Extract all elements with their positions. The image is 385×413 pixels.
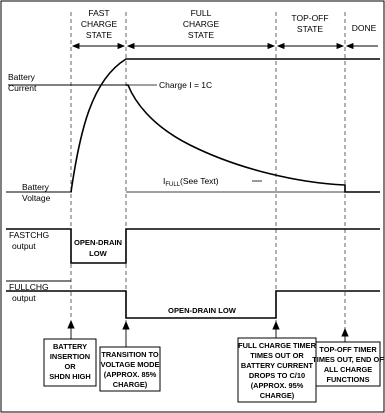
event-insertion-1: BATTERY (53, 342, 87, 351)
battery-voltage-trace (70, 58, 380, 193)
event-box-insertion (43, 338, 97, 387)
event-full-5: (APPROX. 95% (251, 381, 304, 390)
phase-topoff-line2: STATE (297, 24, 323, 34)
fullchg-low-label: OPEN-DRAIN LOW (168, 306, 237, 315)
label-fastchg-2: output (12, 241, 36, 251)
phase-full-line3: STATE (188, 30, 214, 40)
charge-1c-label: Charge I = 1C (159, 80, 212, 90)
fastchg-low-line1: OPEN-DRAIN (74, 238, 122, 247)
event-insertion-3: OR (64, 362, 76, 371)
event-transition-2: VOLTAGE MODE (101, 360, 160, 369)
event-full-4: DROPS TO C/10 (249, 371, 305, 380)
label-fullchg-2: output (12, 293, 36, 303)
event-transition-4: CHARGE) (113, 380, 148, 389)
event-full-2: TIMES OUT OR (250, 351, 304, 360)
fastchg-low-line2: LOW (89, 249, 108, 258)
event-transition-3: (APPROX. 85% (104, 370, 157, 379)
label-fullchg-1: FULLCHG (9, 282, 49, 292)
phase-fast-line2: CHARGE (81, 19, 118, 29)
label-battery-current-1: Battery (8, 72, 36, 82)
event-topoff-3: ALL CHARGE (324, 365, 372, 374)
event-topoff-1: TOP-OFF TIMER (319, 345, 377, 354)
ifull-label: IFULL(See Text) (163, 176, 219, 188)
phase-arrows (71, 42, 378, 50)
battery-current-trace (126, 84, 380, 193)
ifull-sub: FULL (165, 182, 180, 188)
event-arrows (67, 319, 349, 347)
event-full-3: BATTERY CURRENT (241, 361, 314, 370)
event-box-topoff-timer (315, 341, 381, 387)
event-insertion-4: SHDN HIGH (49, 372, 90, 381)
event-box-transition (99, 346, 161, 392)
event-topoff-4: FUNCTIONS (326, 375, 369, 384)
event-transition-1: TRANSITION TO (101, 350, 159, 359)
phase-fast-line3: STATE (86, 30, 112, 40)
label-battery-voltage-2: Voltage (22, 193, 51, 203)
phase-topoff-line1: TOP-OFF (291, 13, 328, 23)
fullchg-trace (6, 290, 380, 319)
label-battery-voltage-1: Battery (22, 182, 50, 192)
event-full-1: FULL CHARGE TIMER (238, 341, 317, 350)
fastchg-trace (6, 228, 380, 264)
event-topoff-2: TIMES OUT, END OF (312, 355, 384, 364)
label-fastchg-1: FASTCHG (9, 230, 49, 240)
ifull-rest: (See Text) (180, 176, 219, 186)
event-box-full-timer (237, 337, 317, 403)
phase-full-line1: FULL (191, 8, 212, 18)
event-full-6: CHARGE) (260, 391, 295, 400)
ifull-main: I (163, 176, 165, 186)
phase-fast-line1: FAST (88, 8, 109, 18)
event-insertion-2: INSERTION (50, 352, 90, 361)
label-battery-current-2: Current (8, 83, 37, 93)
phase-done: DONE (352, 23, 377, 33)
phase-boundaries (70, 12, 346, 330)
phase-full-line2: CHARGE (183, 19, 220, 29)
